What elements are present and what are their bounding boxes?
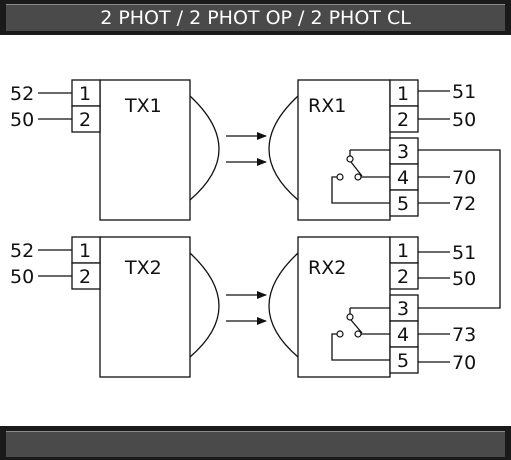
rx2-pin-4: 4	[397, 324, 409, 346]
rx2-terminal-5: 70	[452, 352, 476, 374]
rx2-relay-pivot	[346, 313, 354, 321]
rx2-pin-2: 2	[397, 266, 409, 288]
rx1-pin-2: 2	[397, 109, 409, 131]
rx2-relay-nc	[336, 330, 344, 338]
rx1-relay-no	[354, 173, 362, 181]
rx1-pin-4-box	[389, 163, 419, 191]
wiring-diagram: TX1 1 2 52 50 RX1 1 2 3 4 5 51 50 70 72	[10, 79, 501, 378]
rx1-terminal-1: 51	[452, 81, 476, 103]
rx2-pin-1: 1	[397, 240, 409, 262]
rx1-relay-pivot	[346, 155, 354, 163]
receiver-rx2: RX2 1 2 3 4 5 51 50 73 70	[268, 236, 476, 378]
tx2-pin-2: 2	[79, 266, 91, 288]
receiver-rx1: RX1 1 2 3 4 5 51 50 70 72	[268, 79, 476, 221]
rx1-pin-3: 3	[397, 141, 409, 163]
rx2-label: RX2	[308, 257, 346, 279]
rx1-relay-nc	[336, 173, 344, 181]
tx1-terminal-2: 50	[10, 109, 34, 131]
rx1-terminal-4: 70	[452, 167, 476, 189]
rx2-relay-contact	[331, 307, 390, 361]
rx1-rx2-series-link	[418, 149, 501, 309]
rx1-pin-1-box	[389, 79, 419, 107]
tx1-label: TX1	[124, 95, 162, 117]
rx2-pin-5: 5	[397, 350, 409, 372]
rx2-pin-3: 3	[397, 298, 409, 320]
rx1-pin-2-box	[389, 105, 419, 133]
rx2-terminal-4: 73	[452, 324, 476, 346]
rx2-relay-no	[354, 330, 362, 338]
tx2-lens	[189, 252, 220, 358]
transmitter-tx1: TX1 1 2 52 50	[10, 79, 220, 221]
tx1-pin-1: 1	[79, 83, 91, 105]
rx1-pin-4: 4	[397, 167, 409, 189]
rx1-label: RX1	[308, 95, 346, 117]
rx1-relay-blade	[350, 161, 363, 177]
tx2-terminal-1: 52	[10, 240, 34, 262]
transmitter-tx2: TX2 1 2 52 50	[10, 236, 220, 378]
rx1-pin-5: 5	[397, 193, 409, 215]
rx2-relay-blade	[350, 319, 363, 334]
header: 2 PHOT / 2 PHOT OP / 2 PHOT CL	[0, 0, 511, 35]
tx2-body	[99, 236, 191, 378]
rx1-pin-3-box	[389, 137, 419, 165]
tx2-label: TX2	[124, 257, 162, 279]
tx1-lens	[189, 95, 220, 201]
rx1-relay-contact	[331, 149, 390, 204]
rx1-pin-1: 1	[397, 83, 409, 105]
rx2-lens	[268, 252, 299, 358]
footer-bar	[6, 431, 505, 457]
rx1-terminal-2: 50	[452, 109, 476, 131]
rx2-relay-lead-5	[331, 333, 390, 361]
footer	[0, 426, 511, 460]
rx2-terminal-2: 50	[452, 268, 476, 290]
tx1-pin-2: 2	[79, 109, 91, 131]
rx2-body	[297, 236, 391, 378]
tx1-pin-2-box	[71, 105, 101, 133]
rx2-terminal-1: 51	[452, 242, 476, 264]
tx2-terminal-2: 50	[10, 266, 34, 288]
tx1-terminal-1: 52	[10, 83, 34, 105]
rx1-lens	[268, 95, 299, 201]
rx2-pin-2-box	[389, 262, 419, 290]
tx2-pin-1-box	[71, 236, 101, 264]
page-title: 2 PHOT / 2 PHOT OP / 2 PHOT CL	[6, 4, 505, 31]
tx2-pin-1: 1	[79, 240, 91, 262]
rx2-pin-5-box	[389, 346, 419, 374]
tx1-body	[99, 79, 191, 221]
rx1-terminal-5: 72	[452, 193, 476, 215]
rx1-relay-lead-5	[331, 176, 390, 204]
